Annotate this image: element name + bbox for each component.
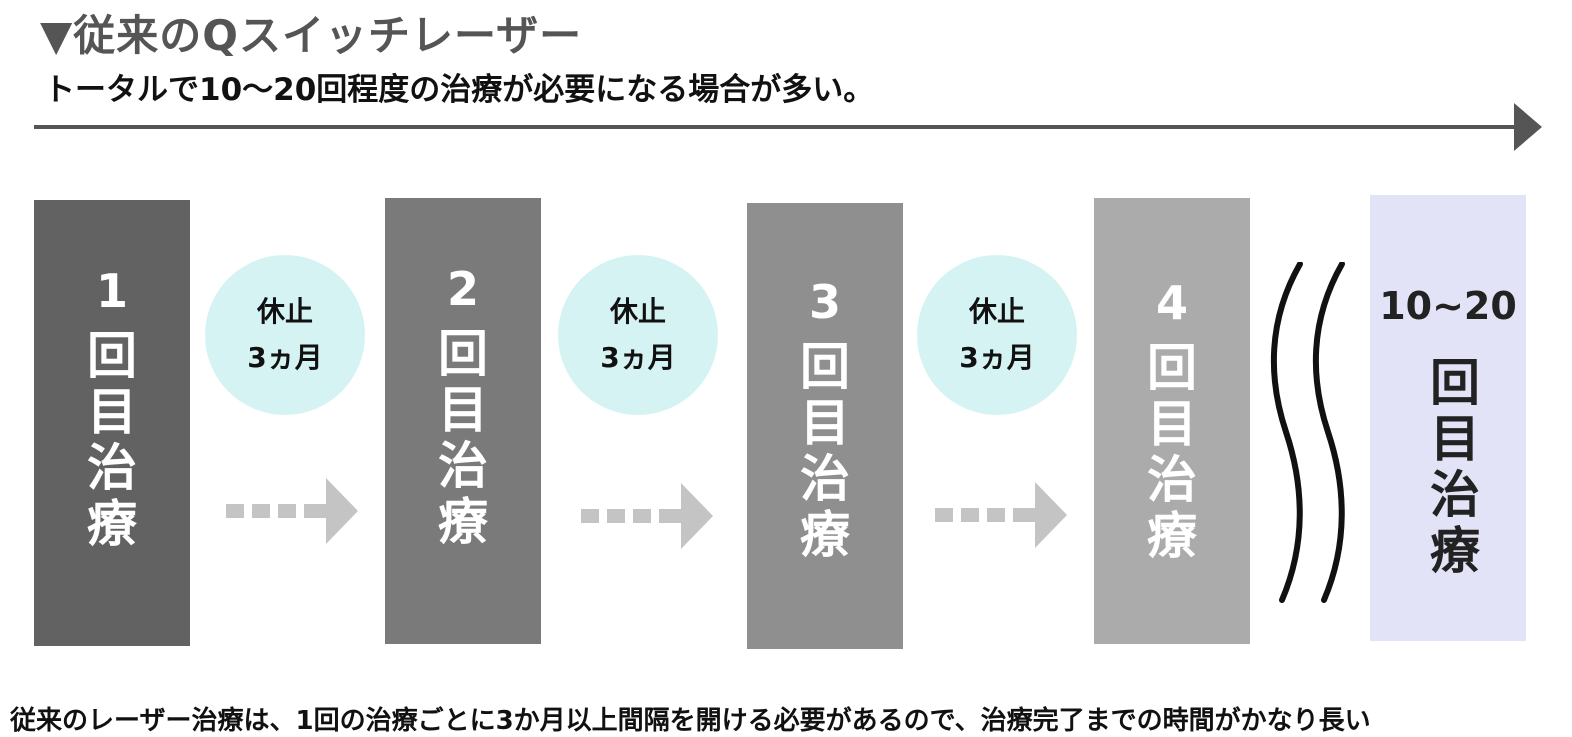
dashed-arrow-icon bbox=[226, 478, 362, 544]
treatment-step-3: 3 回目治療 bbox=[747, 203, 903, 649]
step-label: 回目治療 bbox=[1430, 354, 1480, 580]
footer-note: 従来のレーザー治療は、1回の治療ごとに3か月以上間隔を開ける必要があるので、治療… bbox=[10, 706, 1371, 736]
pause-duration: 3ヵ月 bbox=[247, 341, 323, 374]
wavy-break-icon bbox=[1268, 261, 1358, 611]
treatment-step-2: 2 回目治療 bbox=[385, 198, 541, 644]
treatment-step-1: 1 回目治療 bbox=[34, 200, 190, 646]
pause-circle-3: 休止 3ヵ月 bbox=[917, 255, 1077, 415]
pause-label: 休止 bbox=[609, 294, 666, 328]
dashed-arrow-icon bbox=[935, 482, 1071, 548]
step-label: 回目治療 bbox=[1147, 339, 1197, 565]
pause-circle-1: 休止 3ヵ月 bbox=[205, 255, 365, 415]
pause-circle-2: 休止 3ヵ月 bbox=[558, 255, 718, 415]
pause-label: 休止 bbox=[256, 294, 313, 328]
timeline-arrow-head-icon bbox=[1514, 103, 1542, 151]
step-number: 10~20 bbox=[1379, 284, 1517, 328]
treatment-step-4: 4 回目治療 bbox=[1094, 198, 1250, 644]
pause-duration: 3ヵ月 bbox=[600, 341, 676, 374]
step-number: 4 bbox=[1155, 276, 1188, 330]
timeline-line bbox=[34, 125, 1518, 129]
step-label: 回目治療 bbox=[438, 325, 488, 551]
subtitle: トータルで10～20回程度の治療が必要になる場合が多い。 bbox=[44, 72, 875, 108]
step-number: 1 bbox=[95, 264, 128, 318]
step-label: 回目治療 bbox=[87, 327, 137, 553]
dashed-arrow-icon bbox=[581, 483, 717, 549]
treatment-step-final: 10~20 回目治療 bbox=[1370, 195, 1526, 641]
step-number: 3 bbox=[808, 275, 841, 329]
step-label: 回目治療 bbox=[800, 338, 850, 564]
step-number: 2 bbox=[446, 262, 479, 316]
pause-label: 休止 bbox=[968, 294, 1025, 328]
pause-duration: 3ヵ月 bbox=[959, 341, 1035, 374]
page-title: ▼従来のQスイッチレーザー bbox=[40, 11, 583, 60]
